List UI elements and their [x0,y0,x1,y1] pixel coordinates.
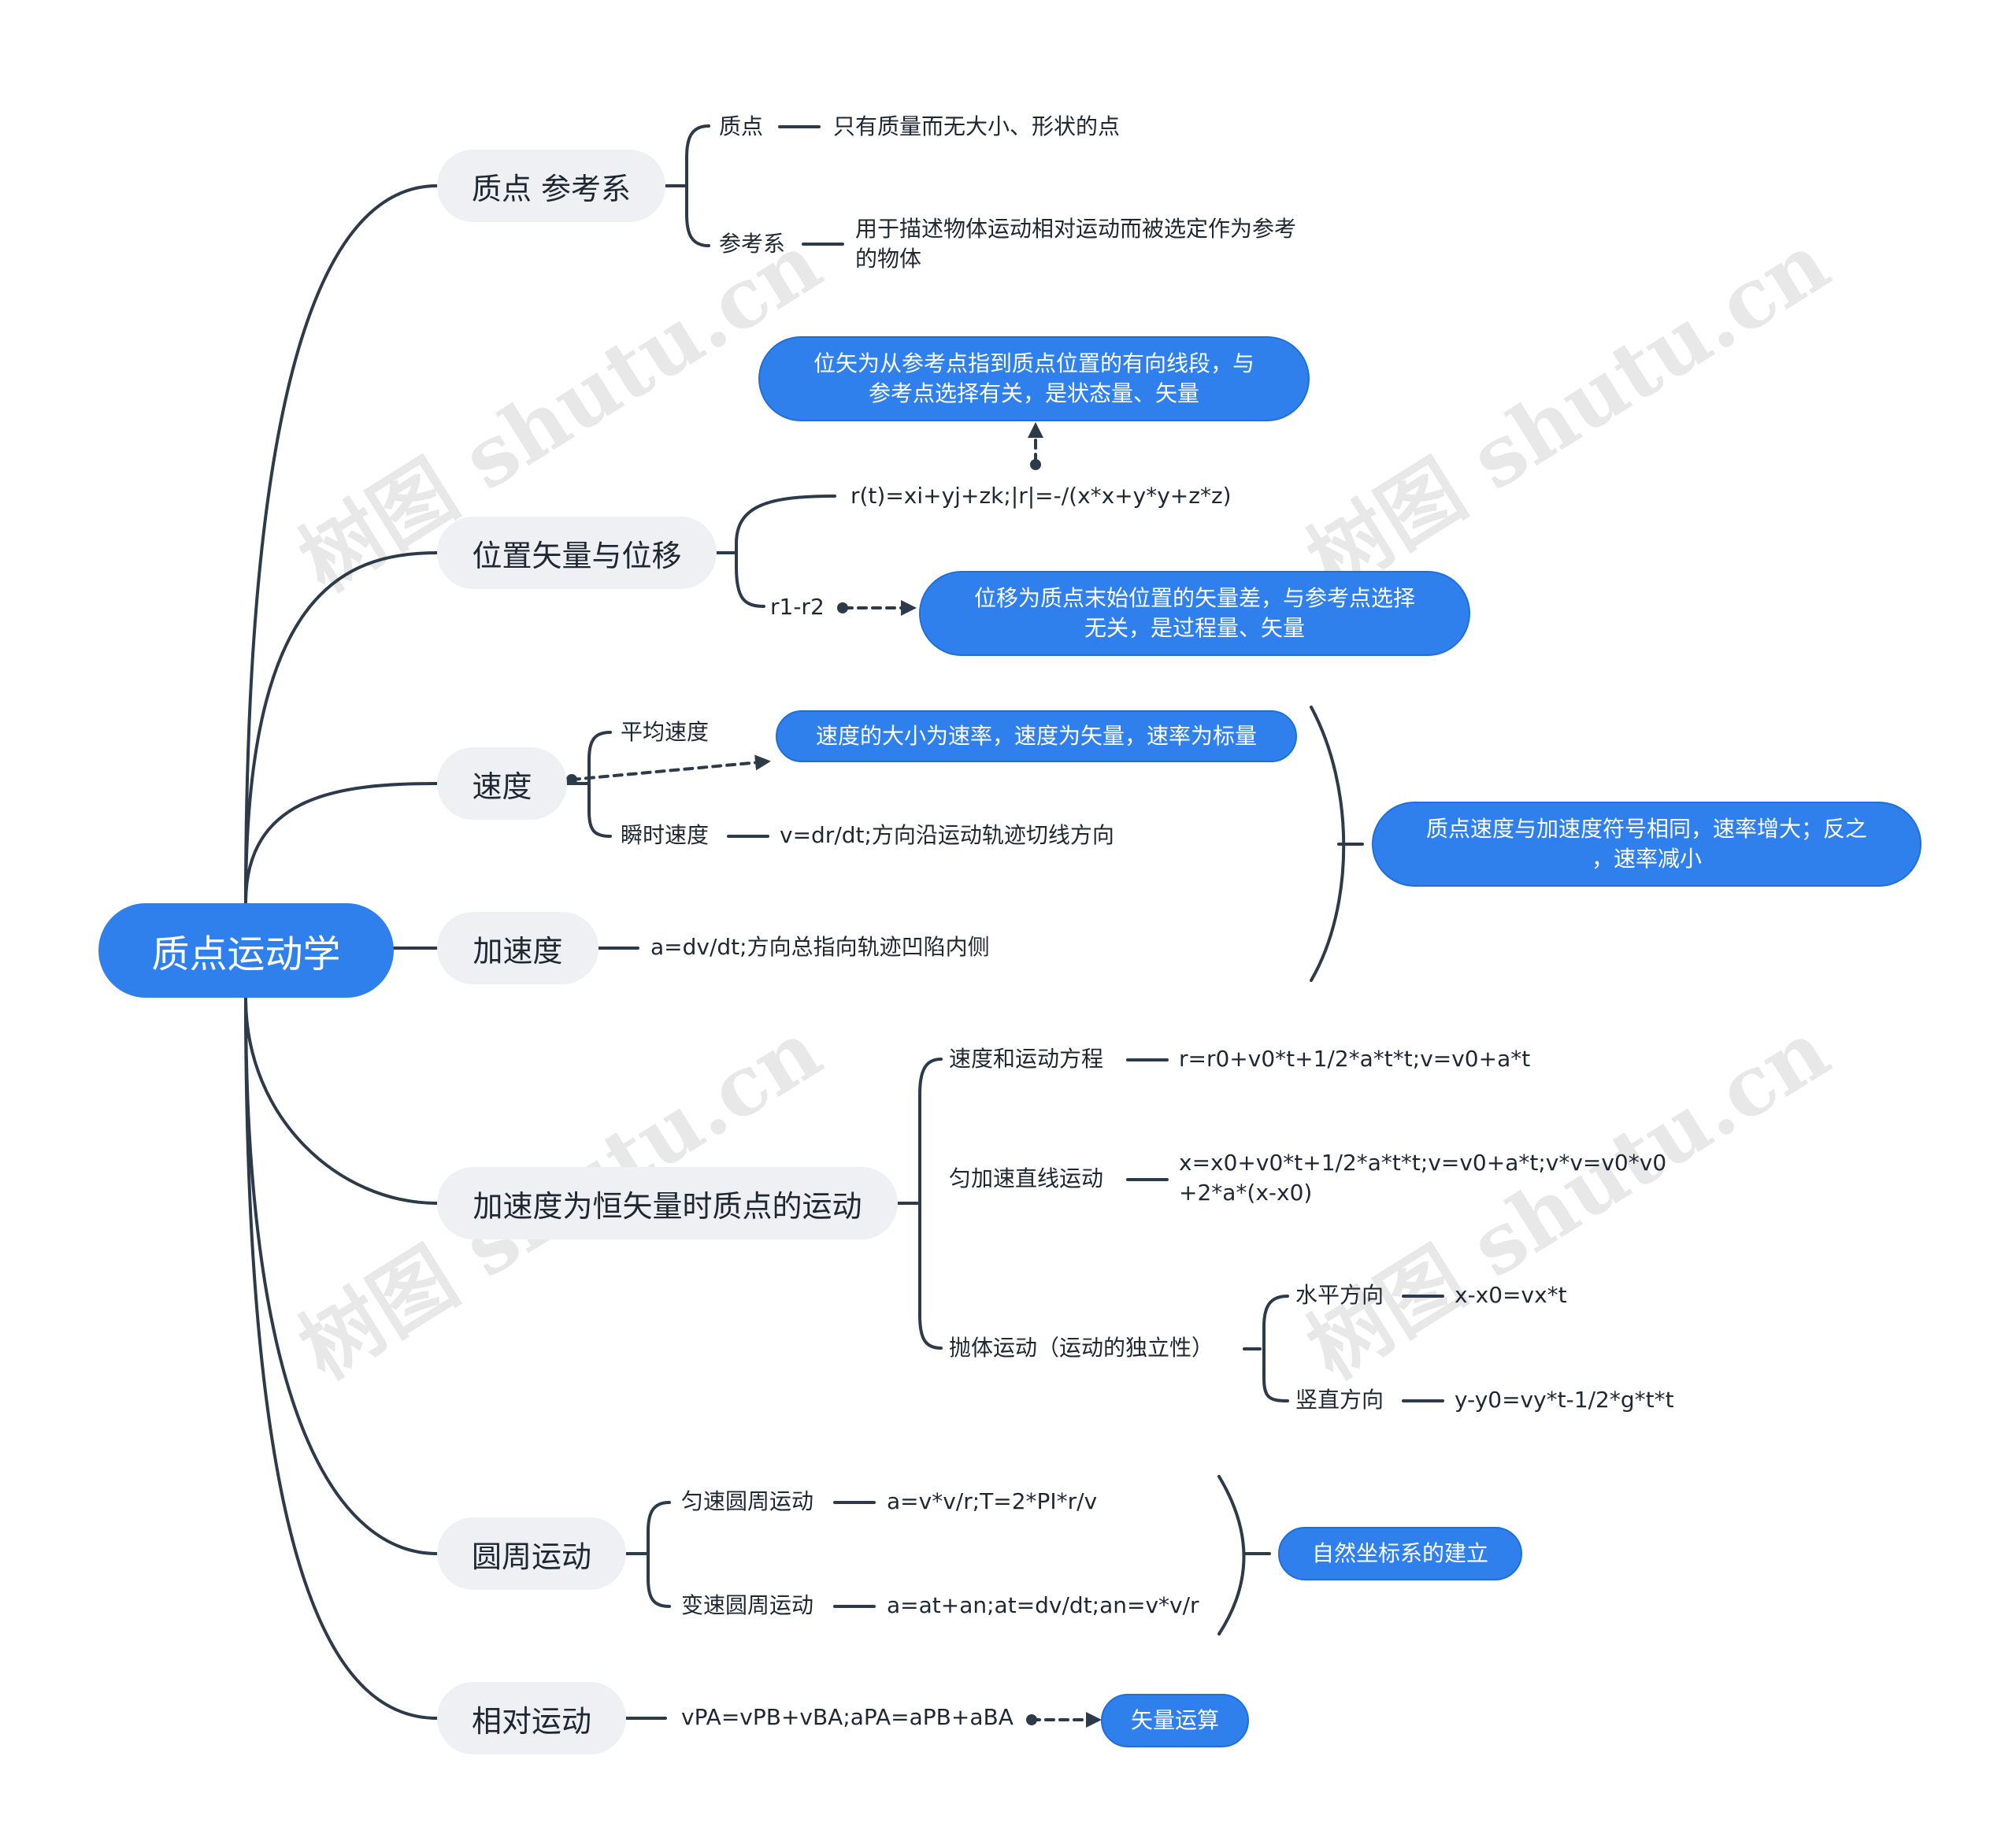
leaf-horizontal-text[interactable]: x-x0=vx*t [1455,1282,1567,1308]
leaf-reference-label[interactable]: 参考系 [719,231,786,257]
edge-root-b7 [244,996,439,1720]
leaf-uniform-circular-label[interactable]: 匀速圆周运动 [681,1488,814,1514]
leaf-position-formula[interactable]: r(t)=xi+yj+zk;|r|=-/(x*x+y*y+z*z) [850,483,1232,509]
branch-relative-motion[interactable]: 相对运动 [437,1682,626,1754]
leaf-linear-text-line1: x=x0+v0*t+1/2*a*t*t;v=v0+a*t;v*v=v0*v0 [1179,1150,1667,1176]
edge-root-b5 [244,996,439,1205]
connector-dot [1026,1714,1037,1725]
connector-dot [566,774,577,785]
edge-root-b6 [244,996,439,1555]
edge-root-b2 [244,551,439,905]
summary-speed-acceleration[interactable]: 质点速度与加速度符号相同，速率增大；反之 ，速率减小 [1372,802,1922,887]
branch-position-displacement[interactable]: 位置矢量与位移 [437,517,717,589]
leaf-variable-circular-text[interactable]: a=at+an;at=dv/dt;an=v*v/r [887,1592,1199,1618]
leaf-instant-velocity-text[interactable]: v=dr/dt;方向沿运动轨迹切线方向 [780,822,1114,848]
leaf-linear-text-line2: +2*a*(x-x0) [1179,1180,1313,1206]
leaf-reference-text[interactable]: 用于描述物体运动相对运动而被选定作为参考 的物体 [855,214,1296,274]
branch-acceleration[interactable]: 加速度 [437,912,598,984]
leaf-instant-velocity[interactable]: 瞬时速度 [621,822,710,848]
leaf-vertical-label[interactable]: 竖直方向 [1295,1387,1384,1413]
summary-natural-coordinates[interactable]: 自然坐标系的建立 [1278,1527,1522,1580]
branch-particle-reference[interactable]: 质点 参考系 [437,150,665,222]
leaf-relative-motion-text[interactable]: vPA=vPB+vBA;aPA=aPB+aBA [681,1704,1014,1730]
leaf-reference-text-line2: 的物体 [855,246,922,272]
leaf-linear-label[interactable]: 匀加速直线运动 [949,1165,1104,1191]
note-position-vector-line2: 参考点选择有关，是状态量、矢量 [868,380,1199,406]
summary-speed-acceleration-line1: 质点速度与加速度符号相同，速率增大；反之 [1425,816,1867,842]
leaf-horizontal-label[interactable]: 水平方向 [1295,1282,1384,1308]
leaf-variable-circular-label[interactable]: 变速圆周运动 [681,1592,814,1618]
connector-dot [1030,459,1041,470]
leaf-reference-text-line1: 用于描述物体运动相对运动而被选定作为参考 [855,216,1297,242]
summary-speed-acceleration-line2: ，速率减小 [1591,846,1702,872]
leaf-equations-text[interactable]: r=r0+v0*t+1/2*a*t*t;v=v0+a*t [1179,1046,1531,1072]
edge-root-b3 [244,782,439,905]
leaf-projectile-label[interactable]: 抛体运动（运动的独立性） [949,1335,1214,1361]
note-position-vector[interactable]: 位矢为从参考点指到质点位置的有向线段，与 参考点选择有关，是状态量、矢量 [758,336,1310,421]
connector-dot [837,602,848,613]
leaf-vertical-text[interactable]: y-y0=vy*t-1/2*g*t*t [1455,1387,1674,1413]
note-displacement-line1: 位移为质点末始位置的矢量差，与参考点选择 [973,585,1415,611]
leaf-average-velocity[interactable]: 平均速度 [621,719,710,745]
leaf-displacement-formula[interactable]: r1-r2 [770,594,825,620]
note-speed-vs-velocity[interactable]: 速度的大小为速率，速度为矢量，速率为标量 [776,710,1297,762]
leaf-particle-text[interactable]: 只有质量而无大小、形状的点 [833,113,1121,139]
leaf-equations-label[interactable]: 速度和运动方程 [949,1046,1104,1072]
branch-circular-motion[interactable]: 圆周运动 [437,1517,626,1590]
leaf-uniform-circular-text[interactable]: a=v*v/r;T=2*PI*r/v [887,1488,1098,1514]
root-topic[interactable]: 质点运动学 [98,903,394,998]
note-displacement-line2: 无关，是过程量、矢量 [1084,615,1305,641]
branch-constant-acceleration[interactable]: 加速度为恒矢量时质点的运动 [437,1167,898,1239]
note-position-vector-line1: 位矢为从参考点指到质点位置的有向线段，与 [813,350,1254,376]
edge-root-b1 [244,184,439,905]
note-displacement[interactable]: 位移为质点末始位置的矢量差，与参考点选择 无关，是过程量、矢量 [919,571,1470,656]
branch-velocity[interactable]: 速度 [437,747,567,820]
note-vector-operation[interactable]: 矢量运算 [1101,1694,1249,1747]
leaf-particle-label[interactable]: 质点 [719,113,764,139]
leaf-linear-text[interactable]: x=x0+v0*t+1/2*a*t*t;v=v0+a*t;v*v=v0*v0 +… [1179,1148,1666,1208]
leaf-acceleration-text[interactable]: a=dv/dt;方向总指向轨迹凹陷内侧 [650,934,990,960]
